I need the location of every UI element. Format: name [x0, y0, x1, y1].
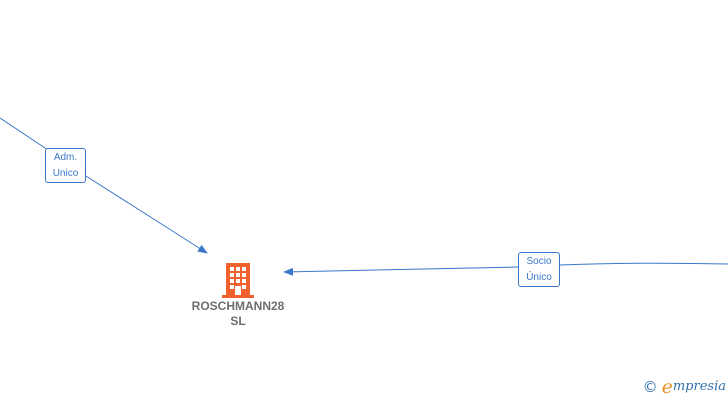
edge-label-line: Socio [526, 256, 552, 267]
edge-adm-unico[interactable] [0, 117, 207, 253]
brand-initial: e [661, 376, 673, 398]
edge-label-line: Unico [52, 168, 79, 179]
brand-name: mpresia [672, 379, 726, 394]
edge-label-socio-unico[interactable]: Socio Único [518, 252, 560, 287]
company-name-line: ROSCHMANN28 [191, 299, 285, 313]
company-name-line: SL [230, 314, 246, 328]
empresia-watermark: © e mpresia [642, 376, 726, 398]
building-icon [222, 263, 254, 298]
company-node[interactable]: ROSCHMANN28 SL [188, 262, 288, 329]
edge-label-line: Adm. [53, 152, 78, 163]
edge-label-adm-unico[interactable]: Adm. Unico [45, 148, 86, 183]
copyright-icon: © [642, 378, 658, 396]
edge-label-line: Único [526, 272, 552, 283]
company-name: ROSCHMANN28 SL [188, 299, 288, 329]
edge-socio-unico[interactable] [284, 263, 728, 272]
